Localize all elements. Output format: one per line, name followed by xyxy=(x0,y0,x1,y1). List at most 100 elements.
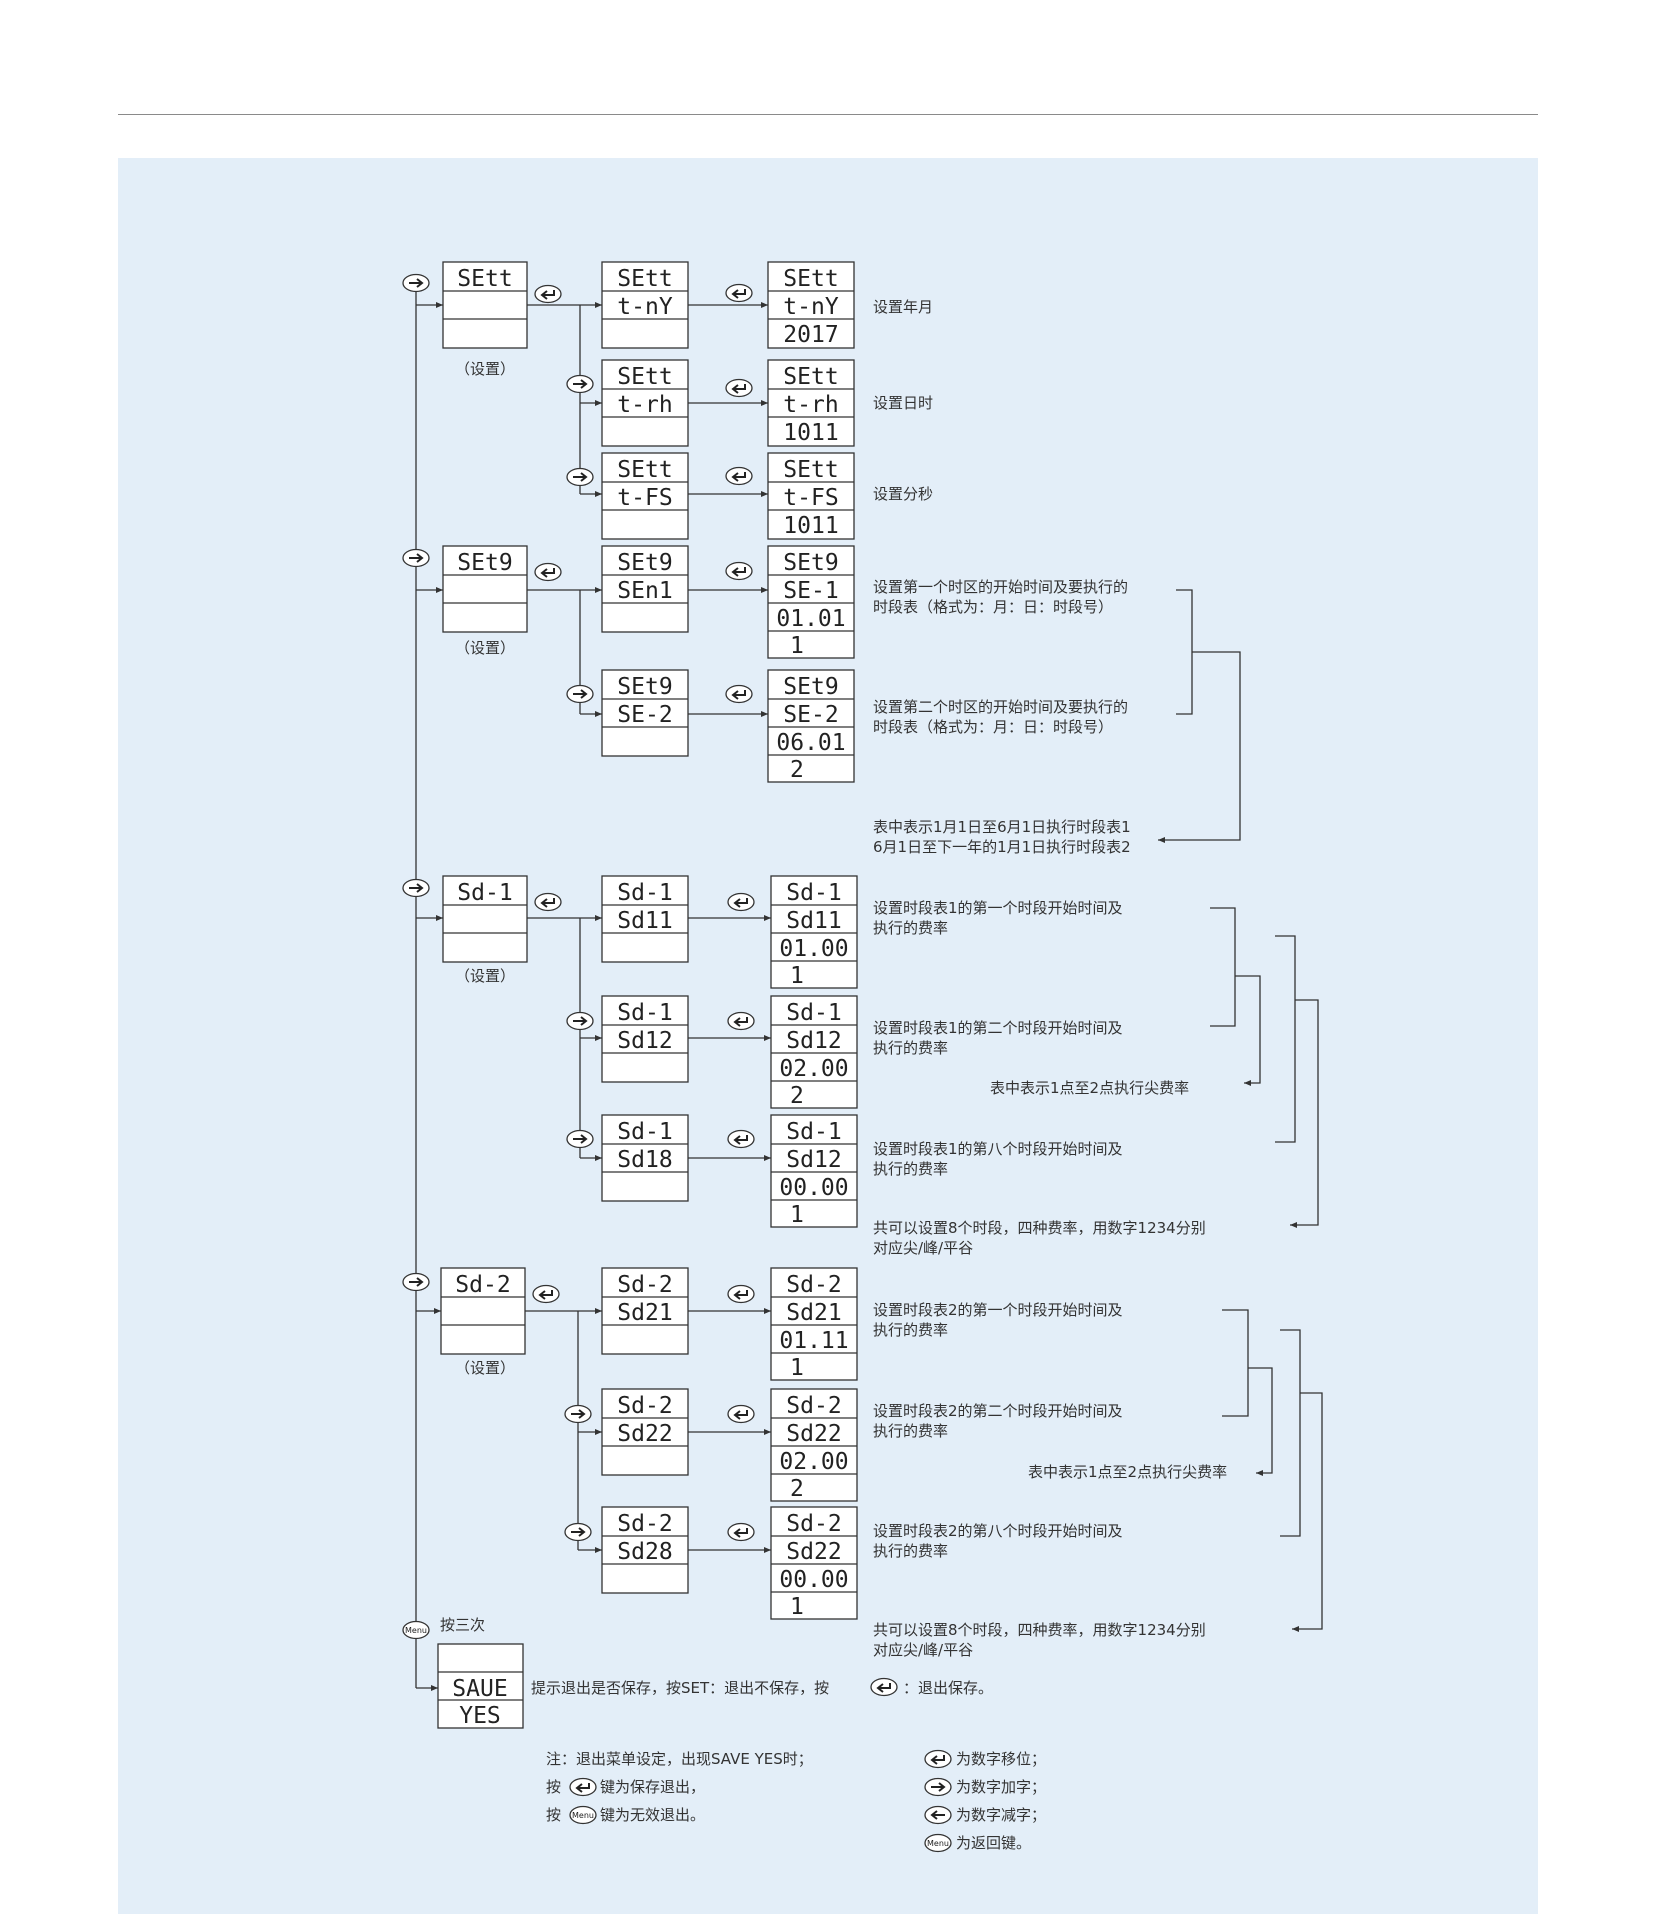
legend-menu-text: 为返回键。 xyxy=(956,1834,1031,1852)
right-arrow-button-icon xyxy=(566,684,594,704)
desc-sd1-total-line2: 对应尖/峰/平谷 xyxy=(873,1239,973,1257)
desc-sd2-1-line2: 执行的费率 xyxy=(873,1321,948,1339)
screen-sd2-2-value: Sd-2 Sd22 02.00 2 xyxy=(770,1388,858,1502)
desc-sd1-1-line2: 执行的费率 xyxy=(873,919,948,937)
enter-button-icon xyxy=(727,1011,755,1031)
svg-text:Sd-2: Sd-2 xyxy=(455,1272,510,1298)
svg-text:01.00: 01.00 xyxy=(779,936,848,962)
svg-text:SEt9: SEt9 xyxy=(457,550,512,576)
note-line2-prefix: 按 xyxy=(546,1778,561,1796)
desc-sd2-note: 表中表示1点至2点执行尖费率 xyxy=(1028,1463,1227,1481)
svg-text:Sd-1: Sd-1 xyxy=(617,1119,672,1145)
svg-text:SE-1: SE-1 xyxy=(783,578,838,604)
legend-enter-text: 为数字移位； xyxy=(956,1750,1046,1768)
svg-text:Menu: Menu xyxy=(927,1839,949,1848)
right-arrow-button-icon xyxy=(924,1777,952,1797)
svg-text:Sd-2: Sd-2 xyxy=(786,1393,841,1419)
desc-sd1-8-line1: 设置时段表1的第八个时段开始时间及 xyxy=(873,1140,1123,1158)
svg-text:Sd-2: Sd-2 xyxy=(786,1272,841,1298)
svg-text:Sd-2: Sd-2 xyxy=(617,1511,672,1537)
enter-button-icon xyxy=(727,1404,755,1424)
enter-button-icon xyxy=(725,561,753,581)
zone-note-line1: 表中表示1月1日至6月1日执行时段表1 xyxy=(873,818,1131,836)
svg-text:1: 1 xyxy=(790,1202,804,1228)
svg-text:00.00: 00.00 xyxy=(779,1175,848,1201)
screen-sd1-8-value: Sd-1 Sd12 00.00 1 xyxy=(770,1114,858,1228)
svg-text:2: 2 xyxy=(790,1476,804,1502)
screen-sd1-1: Sd-1 Sd11 xyxy=(601,875,689,963)
svg-text:Sd12: Sd12 xyxy=(617,1028,672,1054)
right-arrow-button-icon xyxy=(402,273,430,293)
screen-sd2-2: Sd-2 Sd22 xyxy=(601,1388,689,1476)
desc-sd2-1-line1: 设置时段表2的第一个时段开始时间及 xyxy=(873,1301,1123,1319)
desc-set-day-hour: 设置日时 xyxy=(873,394,933,412)
svg-text:SEt9: SEt9 xyxy=(617,674,672,700)
svg-text:06.01: 06.01 xyxy=(776,730,845,756)
desc-sd2-total-line1: 共可以设置8个时段，四种费率，用数字1234分别 xyxy=(873,1621,1206,1639)
screen-sd1-2: Sd-1 Sd12 xyxy=(601,995,689,1083)
svg-text:t-nY: t-nY xyxy=(617,294,673,320)
screen-setq-1-value: SEt9 SE-1 01.01 1 xyxy=(767,545,855,659)
svg-text:2017: 2017 xyxy=(783,322,838,348)
svg-text:Sd11: Sd11 xyxy=(786,908,841,934)
enter-button-icon xyxy=(534,562,562,582)
svg-text:SEt9: SEt9 xyxy=(617,550,672,576)
right-arrow-button-icon xyxy=(564,1404,592,1424)
screen-setq-2-value: SEt9 SE-2 06.01 2 xyxy=(767,669,855,783)
right-arrow-button-icon xyxy=(402,1272,430,1292)
svg-text:1011: 1011 xyxy=(783,420,838,446)
svg-text:YES: YES xyxy=(459,1703,501,1729)
svg-text:Sd28: Sd28 xyxy=(617,1539,672,1565)
menu-button-icon: Menu xyxy=(924,1833,952,1853)
svg-text:1: 1 xyxy=(790,1355,804,1381)
svg-text:1011: 1011 xyxy=(783,513,838,539)
desc-zone1-line1: 设置第一个时区的开始时间及要执行的 xyxy=(873,578,1128,596)
caption-settings: （设置） xyxy=(455,1359,515,1377)
screen-sd1-8: Sd-1 Sd18 xyxy=(601,1114,689,1202)
svg-text:Sd22: Sd22 xyxy=(617,1421,672,1447)
svg-text:SEn1: SEn1 xyxy=(617,578,672,604)
desc-sd1-total-line1: 共可以设置8个时段，四种费率，用数字1234分别 xyxy=(873,1219,1206,1237)
svg-text:1: 1 xyxy=(790,963,804,989)
svg-text:Sd12: Sd12 xyxy=(786,1147,841,1173)
svg-text:Sd18: Sd18 xyxy=(617,1147,672,1173)
svg-text:SEtt: SEtt xyxy=(783,457,838,483)
desc-zone1-line2: 时段表（格式为：月：日：时段号） xyxy=(873,598,1113,616)
svg-text:Sd-2: Sd-2 xyxy=(617,1272,672,1298)
svg-text:Sd-1: Sd-1 xyxy=(786,1000,841,1026)
svg-text:Sd21: Sd21 xyxy=(786,1300,841,1326)
screen-sett-fs-value: SEtt t-FS 1011 xyxy=(767,452,855,540)
desc-sd1-1-line1: 设置时段表1的第一个时段开始时间及 xyxy=(873,899,1123,917)
desc-sd2-2-line2: 执行的费率 xyxy=(873,1422,948,1440)
svg-text:00.00: 00.00 xyxy=(779,1567,848,1593)
svg-text:SEt9: SEt9 xyxy=(783,674,838,700)
svg-text:Sd11: Sd11 xyxy=(617,908,672,934)
screen-sett-ny-value: SEtt t-nY 2017 xyxy=(767,261,855,349)
svg-text:2: 2 xyxy=(790,1083,804,1109)
desc-set-year-month: 设置年月 xyxy=(873,298,933,316)
svg-text:SEtt: SEtt xyxy=(783,266,838,292)
svg-text:01.11: 01.11 xyxy=(779,1328,848,1354)
enter-button-icon xyxy=(534,892,562,912)
note-line3-prefix: 按 xyxy=(546,1806,561,1824)
right-arrow-button-icon xyxy=(566,374,594,394)
svg-text:Sd-1: Sd-1 xyxy=(786,880,841,906)
enter-button-icon xyxy=(924,1749,952,1769)
svg-text:Menu: Menu xyxy=(405,1626,427,1635)
svg-text:SEtt: SEtt xyxy=(617,457,672,483)
enter-button-icon xyxy=(569,1777,597,1797)
save-prompt-part1: 提示退出是否保存，按SET：退出不保存，按 xyxy=(531,1679,829,1697)
right-arrow-button-icon xyxy=(564,1522,592,1542)
screen-sd1-2-value: Sd-1 Sd12 02.00 2 xyxy=(770,995,858,1109)
note-line1: 注：退出菜单设定，出现SAVE YES时； xyxy=(546,1750,813,1768)
desc-sd1-8-line2: 执行的费率 xyxy=(873,1160,948,1178)
enter-button-icon xyxy=(725,466,753,486)
menu-press-label: 按三次 xyxy=(440,1616,485,1634)
menu-button-icon: Menu xyxy=(569,1805,597,1825)
svg-text:2: 2 xyxy=(790,757,804,783)
svg-text:SE-2: SE-2 xyxy=(617,702,672,728)
screen-save: SAUE YES xyxy=(437,1643,524,1729)
svg-text:1: 1 xyxy=(790,1594,804,1620)
screen-setq-root: SEt9 xyxy=(442,545,528,633)
screen-setq-2: SEt9 SE-2 xyxy=(601,669,689,757)
